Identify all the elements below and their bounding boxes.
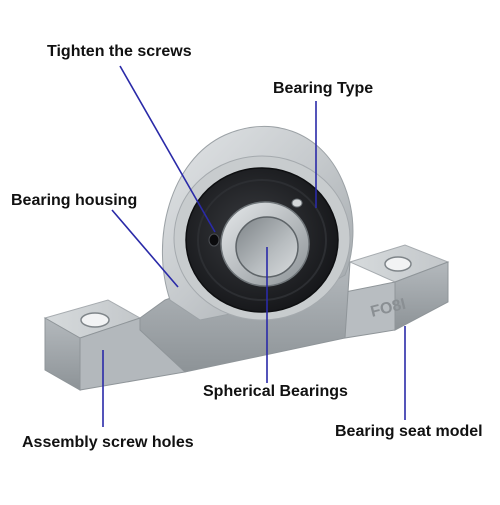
label-bearing-type: Bearing Type [273, 80, 374, 97]
right-foot: FO8I [344, 244, 450, 339]
leader-lines [102, 65, 406, 427]
label-spherical-bearings: Spherical Bearings [203, 383, 348, 400]
leader-line-tighten-screws [119, 65, 216, 233]
leader-line-bearing-housing [111, 209, 179, 288]
left-screw-hole [80, 312, 110, 328]
right-screw-hole [384, 256, 412, 272]
bearing-seal-ring [197, 179, 327, 301]
set-screw-icon [208, 233, 220, 247]
label-bearing-seat-model: Bearing seat model [335, 423, 483, 440]
label-bearing-housing: Bearing housing [11, 192, 138, 209]
grease-fitting-icon [291, 198, 303, 208]
label-assembly-screw-holes: Assembly screw holes [22, 434, 194, 451]
label-tighten-screws: Tighten the screws [47, 43, 192, 60]
